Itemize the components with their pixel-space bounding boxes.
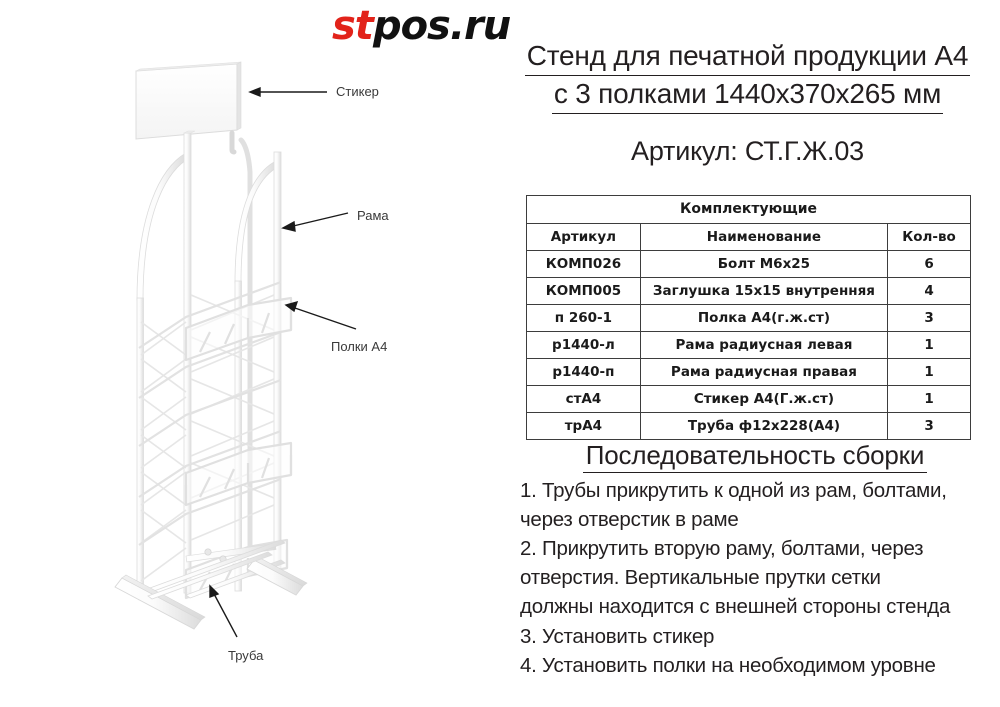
- callout-label-shelves: Полки А4: [331, 339, 388, 354]
- cell-article: стА4: [526, 385, 641, 413]
- column-header-qty: Кол-во: [887, 223, 971, 251]
- assembly-step-line: 4. Установить полки на необходимом уровн…: [520, 653, 936, 677]
- assembly-step-line: должны находится с внешней стороны стенд…: [520, 595, 951, 619]
- cell-name: Рама радиусная левая: [639, 331, 889, 359]
- cell-qty: 6: [887, 250, 971, 278]
- cell-qty: 3: [887, 304, 971, 332]
- mesh-rails: [138, 280, 282, 546]
- product-drawing: Стикер Рама Полки А4 Труба: [114, 61, 389, 663]
- cell-article: КОМП005: [526, 277, 641, 305]
- assembly-steps-list: 1. Трубы прикрутить к одной из рам, болт…: [520, 476, 990, 680]
- callout-label-frame: Рама: [357, 208, 389, 223]
- leader-line-frame: [288, 212, 349, 228]
- leader-line-shelves: [291, 306, 357, 330]
- assembly-step-line: 3. Установить стикер: [520, 624, 715, 648]
- parts-table-wrapper: Комплектующие Артикул Наименование Кол-в…: [526, 195, 971, 440]
- assembly-step-line: отверстия. Вертикальные прутки сетки: [520, 566, 881, 590]
- base-feet: [114, 551, 308, 630]
- arrowhead-sticker: [248, 86, 261, 98]
- cell-name: Болт М6х25: [639, 250, 889, 278]
- cross-tube: [185, 543, 277, 563]
- table-row: КОМП005 Заглушка 15х15 внутренняя 4: [526, 277, 971, 305]
- header-block: Стенд для печатной продукции А4 с 3 полк…: [500, 38, 995, 167]
- stpos-logo: stpos.ru: [332, 3, 511, 49]
- sticker-panel: [135, 61, 242, 140]
- cell-name: Заглушка 15х15 внутренняя: [639, 277, 889, 305]
- assembly-heading: Последовательность сборки: [520, 440, 990, 473]
- cell-article: КОМП026: [526, 250, 641, 278]
- arrowhead-frame: [281, 220, 296, 232]
- assembly-step-line: 2. Прикрутить вторую раму, болтами, чере…: [520, 537, 924, 561]
- assembly-instructions: Последовательность сборки 1. Трубы прикр…: [520, 440, 990, 680]
- cell-qty: 4: [887, 277, 971, 305]
- cell-qty: 1: [887, 331, 971, 359]
- column-header-name: Наименование: [639, 223, 889, 251]
- shelf-upper: [184, 296, 293, 362]
- table-caption: Комплектующие: [526, 195, 971, 224]
- assembly-step-line: через отверстик в раме: [520, 508, 739, 532]
- table-row: трА4 Труба ф12х228(А4) 3: [526, 412, 971, 440]
- assembly-heading-text: Последовательность сборки: [582, 440, 928, 473]
- table-row: п 260-1 Полка А4(г.ж.ст) 3: [526, 304, 971, 332]
- table-header-row: Артикул Наименование Кол-во: [526, 223, 971, 251]
- parts-table: Комплектующие Артикул Наименование Кол-в…: [526, 195, 971, 440]
- callout-label-sticker: Стикер: [336, 84, 379, 99]
- table-row: стА4 Стикер А4(Г.ж.ст) 1: [526, 385, 971, 413]
- assembly-step-line: 1. Трубы прикрутить к одной из рам, болт…: [520, 479, 947, 502]
- table-caption-row: Комплектующие: [526, 195, 971, 224]
- stand-illustration: [114, 61, 357, 638]
- cell-qty: 1: [887, 385, 971, 413]
- article-number: Артикул: СТ.Г.Ж.03: [631, 135, 864, 166]
- cell-qty: 1: [887, 358, 971, 386]
- logo-text-red: st: [332, 3, 374, 49]
- product-title: Стенд для печатной продукции А4 с 3 полк…: [500, 38, 995, 114]
- table-row: р1440-л Рама радиусная левая 1: [526, 331, 971, 359]
- product-title-line-1: Стенд для печатной продукции А4: [524, 38, 971, 76]
- cell-article: р1440-л: [526, 331, 641, 359]
- cell-name: Полка А4(г.ж.ст): [639, 304, 889, 332]
- rear-frame: [229, 130, 253, 554]
- cell-name: Рама радиусная правая: [639, 358, 889, 386]
- arrowhead-tube: [209, 584, 220, 599]
- arrowhead-shelves: [284, 300, 299, 313]
- cell-article: р1440-п: [526, 358, 641, 386]
- logo-text-black: pos.ru: [372, 3, 511, 49]
- cell-name: Труба ф12х228(А4): [639, 412, 889, 440]
- column-header-article: Артикул: [526, 223, 641, 251]
- product-title-line-2: с 3 полками 1440х370х265 мм: [551, 76, 944, 114]
- cell-article: п 260-1: [526, 304, 641, 332]
- cell-qty: 3: [887, 412, 971, 440]
- table-row: р1440-п Рама радиусная правая 1: [526, 358, 971, 386]
- leader-line-tube: [212, 591, 238, 638]
- cell-article: трА4: [526, 412, 641, 440]
- callout-label-tube: Труба: [228, 648, 264, 663]
- table-row: КОМП026 Болт М6х25 6: [526, 250, 971, 278]
- frame-right-radius: [234, 160, 277, 592]
- callout-leaders: [209, 86, 357, 638]
- shelf-middle: [184, 441, 293, 507]
- cell-name: Стикер А4(Г.ж.ст): [639, 385, 889, 413]
